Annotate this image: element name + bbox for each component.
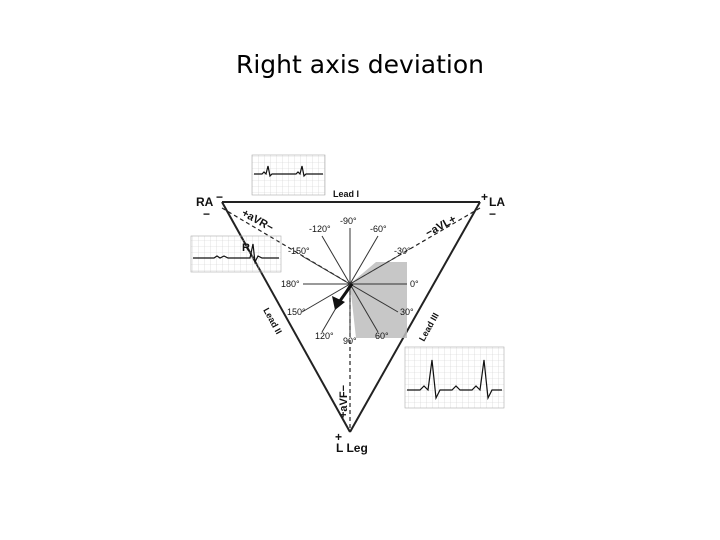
- hexaxial-reference: -90° -60° -120° -30° -150° 180° 0° 150° …: [281, 216, 419, 346]
- lead-iii-label: Lead III: [417, 311, 441, 343]
- angle-label-30: 30°: [400, 307, 414, 317]
- avr-line: [221, 207, 351, 285]
- angle-label-120: 120°: [315, 331, 334, 341]
- la-sign: +: [481, 190, 488, 204]
- angle-label-180: 180°: [281, 279, 300, 289]
- leg-label: L Leg: [336, 441, 368, 455]
- angle-label-60: 60°: [375, 331, 389, 341]
- angle-label-neg120: -120°: [309, 224, 331, 234]
- ecg-strip-avr: R: [190, 235, 282, 273]
- leg-sign: +: [335, 430, 342, 444]
- angle-label-0: 0°: [410, 279, 419, 289]
- avl-label: −aVL+: [424, 213, 459, 240]
- angle-label-neg90: -90°: [340, 216, 357, 226]
- avf-label: +aVF−: [338, 385, 350, 418]
- lead-ii-label: Lead II: [261, 306, 284, 336]
- axis-marker-r: R: [242, 242, 250, 254]
- angle-label-neg30: -30°: [394, 246, 411, 256]
- la-label: LA: [489, 195, 505, 209]
- ra-sign-2: −: [203, 207, 210, 221]
- lead-iii-line: [349, 201, 481, 433]
- slide-title: Right axis deviation: [235, 50, 484, 79]
- normal-axis-shaded-region: [350, 262, 407, 338]
- vertex-labels: RA − − LA + − + L Leg: [196, 190, 505, 455]
- ecg-strip-lead-iii: [404, 346, 505, 409]
- ecg-strip-lead-i: [251, 154, 326, 196]
- lead-i-label: Lead I: [333, 189, 359, 199]
- ra-sign: −: [216, 190, 223, 204]
- angle-label-150: 150°: [287, 307, 306, 317]
- axis-line-150: [301, 255, 399, 313]
- angle-label-neg60: -60°: [370, 224, 387, 234]
- qrs-axis-arrow: [332, 283, 354, 310]
- avr-label: +aVR−: [240, 207, 276, 234]
- la-sign-2: −: [489, 207, 496, 221]
- angle-label-neg150: -150°: [288, 246, 310, 256]
- ra-label: RA: [196, 195, 214, 209]
- angle-label-90: 90°: [343, 336, 357, 346]
